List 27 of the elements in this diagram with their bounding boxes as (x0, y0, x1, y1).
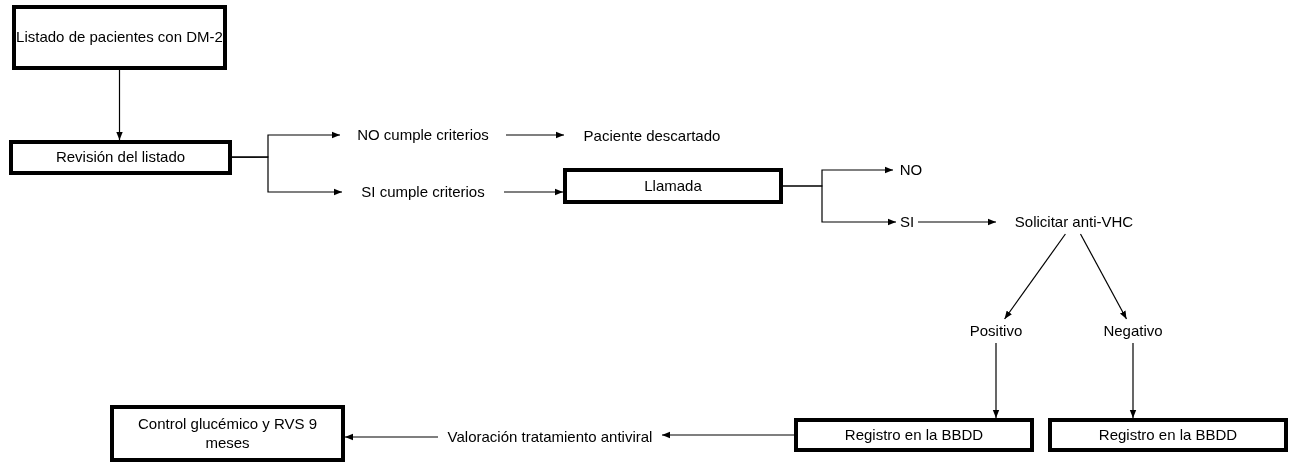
process-box: Revisión del listado (9, 140, 232, 175)
arrow (1004, 233, 1066, 320)
process-box: Listado de pacientes con DM-2 (12, 5, 227, 70)
step-text: Solicitar anti-VHC (996, 210, 1152, 234)
arrow (661, 431, 795, 439)
step-text: SI cumple criterios (342, 180, 504, 204)
arrow (344, 433, 439, 441)
arrow (782, 185, 897, 226)
process-box: Registro en la BBDD (1048, 418, 1288, 452)
process-box: Control glucémico y RVS 9 meses (110, 405, 345, 462)
arrow (992, 342, 1000, 419)
arrow (1129, 342, 1137, 419)
step-text: Negativo (1093, 319, 1173, 343)
arrow (503, 188, 564, 196)
step-text: SI (896, 210, 918, 234)
step-text: NO (893, 158, 929, 182)
arrow (116, 69, 123, 141)
step-text: Valoración tratamiento antiviral (438, 425, 662, 449)
process-box: Llamada (563, 168, 783, 204)
arrow (231, 156, 343, 196)
arrow (1079, 233, 1128, 320)
arrow (505, 131, 565, 139)
step-text: Positivo (960, 319, 1032, 343)
step-text: Paciente descartado (564, 124, 740, 148)
arrow (917, 218, 997, 226)
process-box: Registro en la BBDD (794, 418, 1034, 452)
step-text: NO cumple criterios (340, 123, 506, 147)
